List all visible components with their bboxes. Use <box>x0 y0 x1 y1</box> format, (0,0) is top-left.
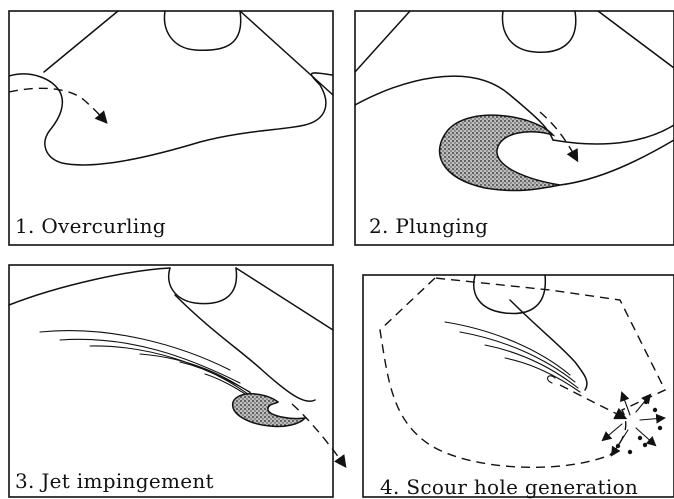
panel-4-curl <box>548 376 555 383</box>
panel-1-jet-arrow <box>9 88 106 122</box>
panel-scour-hole-generation: 4. Scour hole generation <box>363 275 674 499</box>
panel-4-jet-arrow <box>560 385 625 418</box>
panel-3-upper-surface <box>9 268 333 330</box>
panel-3-impinging-jet <box>233 394 305 427</box>
panel-2-jet-arrow <box>540 112 577 160</box>
panel-2-caption: 2. Plunging <box>369 214 488 238</box>
panel-1-upper-surface <box>44 11 333 95</box>
panel-1-caption: 1. Overcurling <box>15 214 166 238</box>
panel-3-caption: 3. Jet impingement <box>15 469 214 493</box>
panel-2-upper-surface <box>355 11 674 72</box>
panel-2-lower-crest <box>560 140 674 185</box>
panel-overcurling: 1. Overcurling <box>9 11 333 245</box>
panel-2-crest-line <box>553 125 674 144</box>
panel-1-top-tongue <box>164 11 240 50</box>
panel-4-scour-spray <box>603 393 664 455</box>
panel-2-top-tongue <box>502 11 575 52</box>
panel-4-flow-streaks <box>445 322 580 392</box>
panel-4-caption: 4. Scour hole generation <box>380 475 638 499</box>
panel-plunging: 2. Plunging <box>355 11 674 245</box>
panel-4-top-tongue <box>474 275 546 314</box>
panel-2-plunging-jet <box>440 115 560 190</box>
panel-jet-impingement: 3. Jet impingement <box>9 265 345 497</box>
panel-1-wave-profile <box>9 73 333 165</box>
panel-3-wave-face <box>175 295 315 401</box>
panel-3-flow-streaks <box>40 331 268 408</box>
panel-3-jet-arrow <box>292 404 345 466</box>
